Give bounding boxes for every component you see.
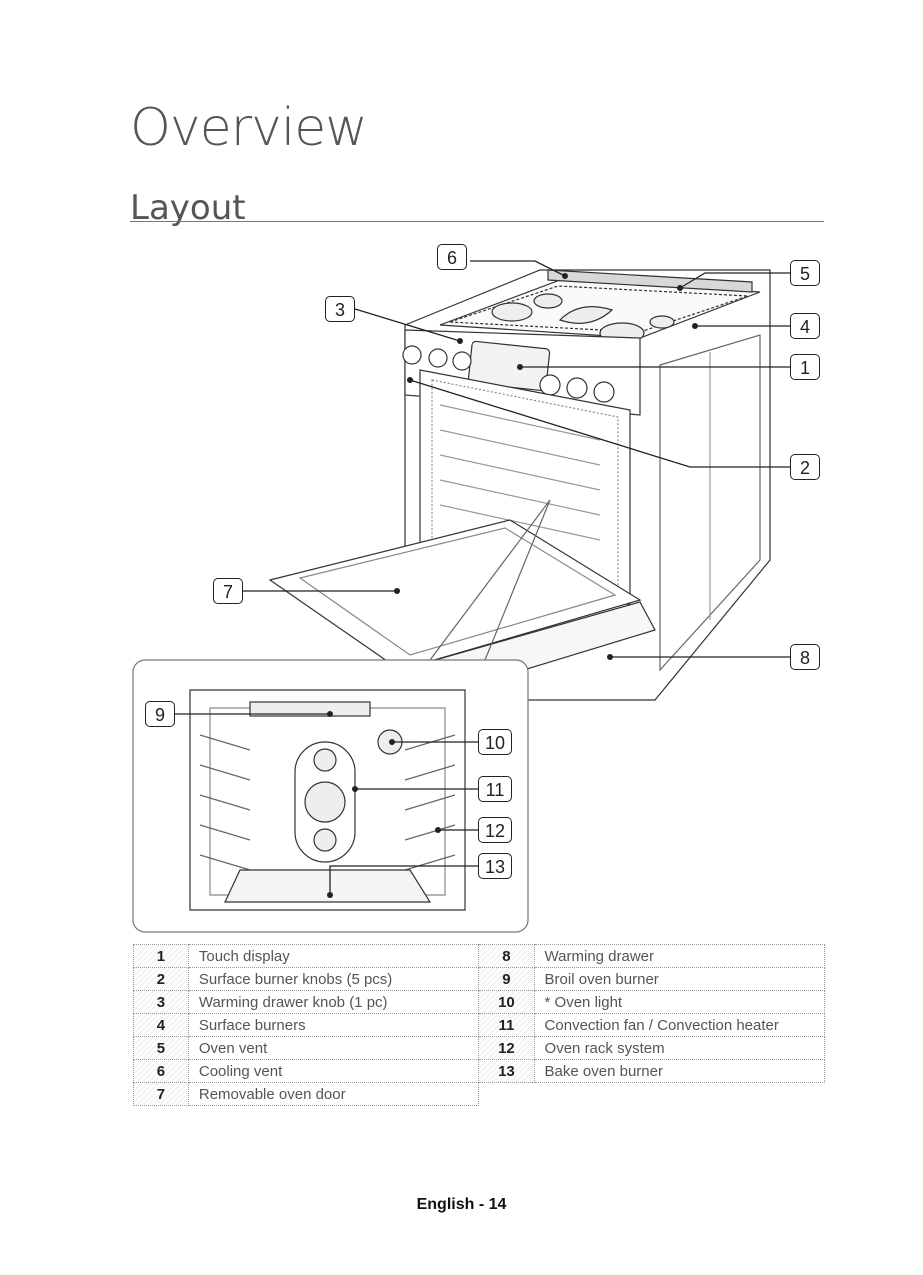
legend-label: Surface burners — [188, 1014, 478, 1037]
callout-12: 12 — [478, 817, 512, 843]
callout-3: 3 — [325, 296, 355, 322]
legend-label: Surface burner knobs (5 pcs) — [188, 968, 478, 991]
callout-9: 9 — [145, 701, 175, 727]
section-rule — [130, 221, 824, 222]
legend-label: Bake oven burner — [534, 1060, 824, 1083]
legend-label: Cooling vent — [188, 1060, 478, 1083]
page-footer: English - 14 — [0, 1196, 923, 1214]
callout-8: 8 — [790, 644, 820, 670]
callout-10: 10 — [478, 729, 512, 755]
legend-label: Oven rack system — [534, 1037, 824, 1060]
legend-label: * Oven light — [534, 991, 824, 1014]
bake-burner — [225, 870, 430, 902]
legend-empty — [479, 1083, 825, 1106]
legend-number: 7 — [134, 1083, 189, 1106]
page-title: Overview — [130, 98, 367, 158]
legend-label: Removable oven door — [188, 1083, 478, 1106]
legend-number: 4 — [134, 1014, 189, 1037]
burner — [492, 303, 532, 321]
legend-number: 11 — [479, 1014, 534, 1037]
callout-6: 6 — [437, 244, 467, 270]
legend-row: 3 Warming drawer knob (1 pc) 10 * Oven l… — [134, 991, 825, 1014]
legend-number: 10 — [479, 991, 534, 1014]
legend-label: Oven vent — [188, 1037, 478, 1060]
callout-2: 2 — [790, 454, 820, 480]
parts-legend: 1 Touch display 8 Warming drawer 2 Surfa… — [133, 944, 825, 1106]
legend-number: 6 — [134, 1060, 189, 1083]
burner — [650, 316, 674, 328]
legend-row: 6 Cooling vent 13 Bake oven burner — [134, 1060, 825, 1083]
legend-label: Touch display — [188, 945, 478, 968]
range-diagram: 1 2 3 4 5 6 7 8 9 10 11 12 13 — [0, 230, 923, 940]
legend-row: 4 Surface burners 11 Convection fan / Co… — [134, 1014, 825, 1037]
legend-number: 1 — [134, 945, 189, 968]
legend-number: 3 — [134, 991, 189, 1014]
legend-number: 5 — [134, 1037, 189, 1060]
legend-row: 2 Surface burner knobs (5 pcs) 9 Broil o… — [134, 968, 825, 991]
legend-label: Warming drawer knob (1 pc) — [188, 991, 478, 1014]
burner — [534, 294, 562, 308]
convection-fan — [305, 782, 345, 822]
legend-row: 7 Removable oven door — [134, 1083, 825, 1106]
legend-number: 12 — [479, 1037, 534, 1060]
callout-4: 4 — [790, 313, 820, 339]
callout-13: 13 — [478, 853, 512, 879]
legend-row: 5 Oven vent 12 Oven rack system — [134, 1037, 825, 1060]
legend-number: 8 — [479, 945, 534, 968]
callout-5: 5 — [790, 260, 820, 286]
callout-11: 11 — [478, 776, 512, 802]
callout-1: 1 — [790, 354, 820, 380]
legend-label: Convection fan / Convection heater — [534, 1014, 824, 1037]
legend-row: 1 Touch display 8 Warming drawer — [134, 945, 825, 968]
legend-number: 9 — [479, 968, 534, 991]
legend-number: 2 — [134, 968, 189, 991]
callout-7: 7 — [213, 578, 243, 604]
legend-label: Warming drawer — [534, 945, 824, 968]
legend-number: 13 — [479, 1060, 534, 1083]
legend-label: Broil oven burner — [534, 968, 824, 991]
range-illustration — [0, 230, 923, 940]
section-heading: Layout — [130, 188, 246, 228]
